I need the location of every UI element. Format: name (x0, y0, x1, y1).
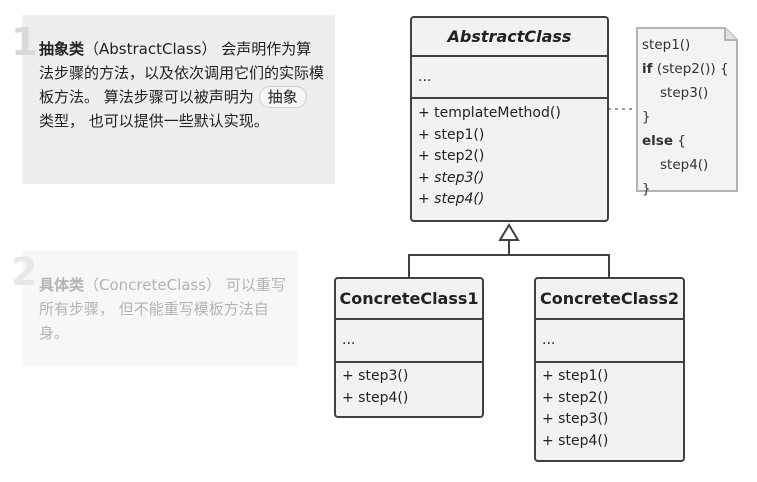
note-line: step3() (660, 85, 709, 101)
method-item: + step3() (542, 411, 609, 427)
callout-text: 抽象类（AbstractClass） 会声明作为算法步骤的方法，以及依次调用它们… (39, 37, 324, 133)
method-item: + step3() (342, 368, 409, 384)
method-item: + step2() (542, 389, 609, 406)
note-line: } (642, 181, 651, 197)
abstract-class-box: AbstractClass ... + templateMethod() + s… (410, 16, 609, 222)
note-code: step1() if (step2()) { step3() } else { … (642, 33, 729, 201)
template-method-note: step1() if (step2()) { step3() } else { … (636, 27, 738, 197)
inheritance-arrow-icon (498, 223, 520, 241)
class-methods: + step1() + step2() + step3() + step4() (536, 361, 683, 452)
class-name: ConcreteClass2 (539, 289, 680, 308)
method-item: + step2() (418, 148, 485, 164)
class-fields: ... (336, 318, 482, 361)
method-item: + step1() (418, 126, 485, 143)
callout-number: 2 (11, 250, 38, 294)
note-line: step1() (642, 37, 691, 53)
note-shape (636, 27, 738, 192)
callout-text-part: （AbstractClass） 会声明作为算法步骤的方法，以及依次调用它们的实际… (39, 40, 325, 106)
note-line-rest: (step2()) { (656, 61, 729, 77)
note-line: } (642, 109, 651, 125)
note-keyword: if (642, 61, 653, 77)
class-fields: ... (412, 55, 607, 97)
callout-bold: 抽象类 (39, 40, 85, 58)
method-item: + step4() (342, 389, 409, 406)
note-line: step4() (660, 157, 709, 173)
concrete-class-1-box: ConcreteClass1 ... + step3() + step4() (334, 277, 484, 418)
callout-bold: 具体类 (39, 276, 85, 294)
method-item: + step4() (542, 432, 609, 449)
callout-number: 1 (11, 20, 38, 64)
callout-2: 2 具体类（ConcreteClass） 可以重写所有步骤， 但不能重写模板方法… (11, 251, 298, 366)
callout-pill: 抽象 (258, 86, 307, 108)
callout-text-after: 类型， 也可以提供一些默认实现。 (39, 112, 269, 130)
note-line: if (step2()) { (642, 57, 729, 81)
method-item: + step4() (418, 191, 485, 207)
class-methods: + templateMethod() + step1() + step2() +… (412, 97, 607, 211)
class-methods: + step3() + step4() (336, 361, 482, 409)
callout-text: 具体类（ConcreteClass） 可以重写所有步骤， 但不能重写模板方法自身… (39, 273, 289, 345)
method-item: + templateMethod() (418, 105, 561, 121)
class-name: ConcreteClass1 (339, 289, 479, 308)
callout-text-part: （ConcreteClass） 可以重写所有步骤， 但不能重写模板方法自身。 (39, 276, 286, 342)
class-name: AbstractClass (447, 27, 572, 46)
note-line: else { (642, 133, 686, 149)
class-fields: ... (536, 318, 683, 361)
method-item: + step3() (418, 169, 485, 186)
method-item: + step1() (542, 368, 609, 384)
concrete-class-2-box: ConcreteClass2 ... + step1() + step2() +… (534, 277, 685, 462)
callout-1: 1 抽象类（AbstractClass） 会声明作为算法步骤的方法，以及依次调用… (11, 15, 335, 184)
note-keyword: else (642, 133, 673, 149)
